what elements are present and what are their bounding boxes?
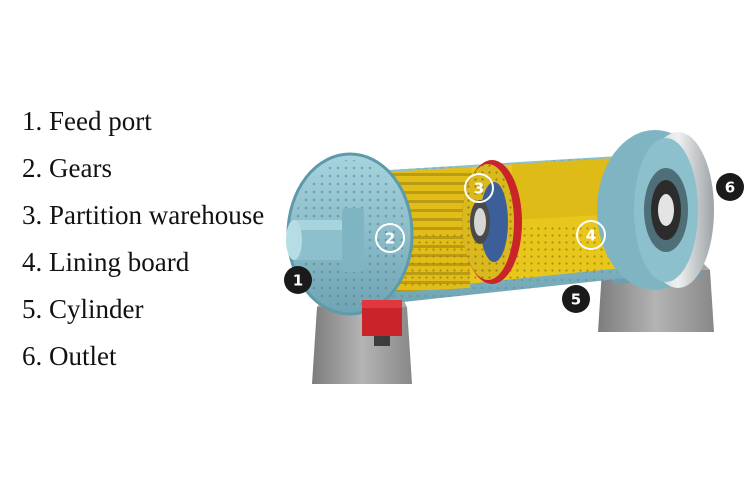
svg-text:6: 6 xyxy=(725,179,735,197)
callout-3: 3 xyxy=(464,173,494,203)
callout-2: 2 xyxy=(375,223,405,253)
svg-text:2: 2 xyxy=(385,230,395,248)
partition-plate xyxy=(462,160,522,284)
callout-6: 6 xyxy=(716,173,744,201)
legend-item-outlet: 6. Outlet xyxy=(22,341,117,371)
gear-housing xyxy=(362,300,402,346)
outlet-end xyxy=(597,130,714,290)
svg-text:5: 5 xyxy=(571,291,581,309)
svg-text:3: 3 xyxy=(474,180,484,198)
legend-item-partition-warehouse: 3. Partition warehouse xyxy=(22,200,265,230)
svg-text:4: 4 xyxy=(586,227,596,245)
callout-4: 4 xyxy=(576,220,606,250)
callout-5: 5 xyxy=(562,285,590,313)
callout-1: 1 xyxy=(284,266,312,294)
legend-list: 1. Feed port 2. Gears 3. Partition wareh… xyxy=(22,98,264,380)
svg-text:1: 1 xyxy=(293,272,303,290)
legend-item-feed-port: 1. Feed port xyxy=(22,106,152,136)
legend-item-cylinder: 5. Cylinder xyxy=(22,294,144,324)
legend-item-gears: 2. Gears xyxy=(22,153,112,183)
feed-port-pipe xyxy=(286,208,364,272)
ball-mill-illustration: 1 2 3 4 5 6 xyxy=(284,130,744,384)
legend-item-lining-board: 4. Lining board xyxy=(22,247,190,277)
